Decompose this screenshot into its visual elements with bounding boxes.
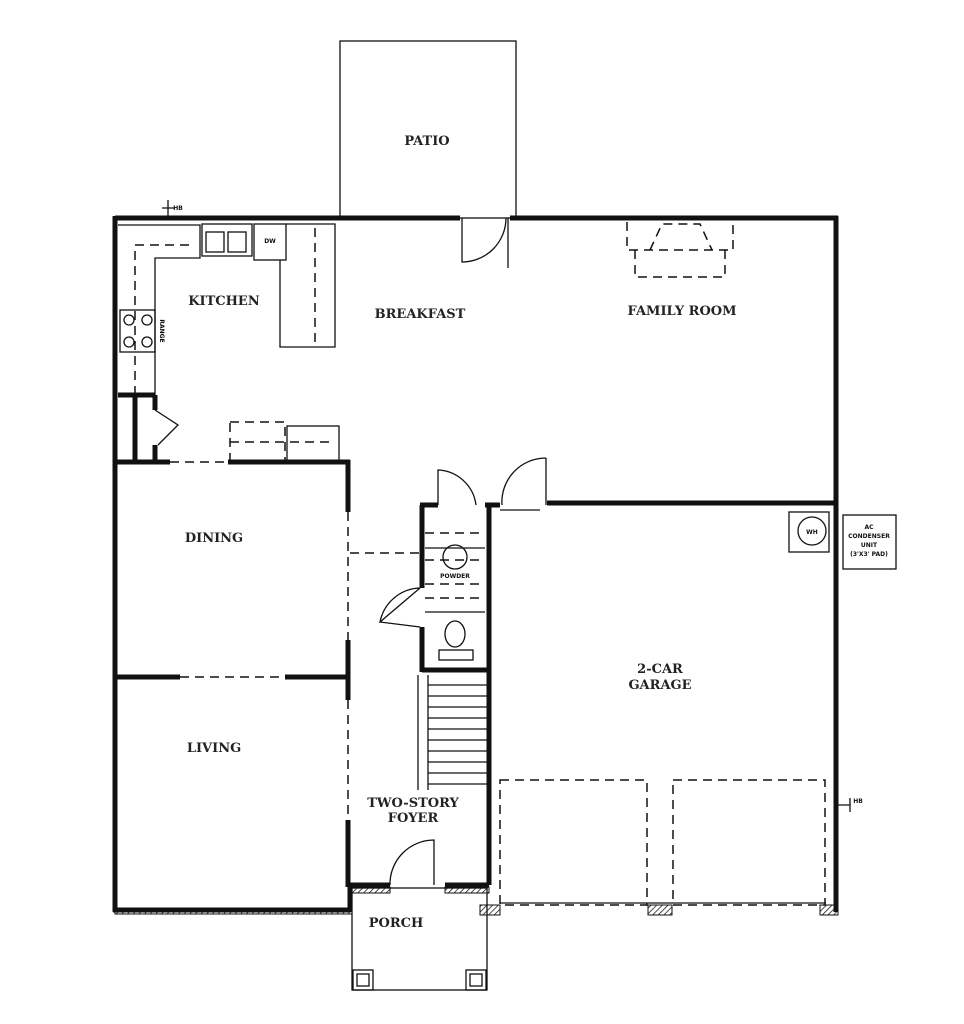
porch-post [465, 969, 487, 991]
breakfast-label: BREAKFAST [375, 307, 466, 322]
ac-label-3: UNIT [861, 542, 878, 549]
lavatory [442, 544, 468, 570]
fireplace [626, 222, 734, 278]
garage-label-1: 2-CAR [637, 662, 683, 677]
living-label: LIVING [187, 741, 241, 756]
stairs [417, 532, 489, 790]
dishwasher-label: DW [264, 238, 276, 245]
kitchen-label: KITCHEN [188, 294, 260, 309]
hose-bib-label: HB [173, 205, 183, 212]
exterior-walls [112, 215, 839, 916]
dishwasher [253, 223, 287, 261]
garage-door-left [499, 779, 648, 906]
water-heater-closet [788, 511, 830, 553]
water-heater-label: WH [806, 529, 818, 536]
sink [201, 223, 253, 257]
foyer-label-2: FOYER [388, 811, 439, 826]
range [119, 309, 156, 353]
patio [339, 40, 517, 219]
kitchen-counters [118, 223, 340, 463]
doors [154, 217, 547, 886]
garage-label-2: GARAGE [628, 678, 691, 693]
porch-label: PORCH [369, 916, 424, 931]
range-label: RANGE [158, 319, 165, 342]
dining-label: DINING [185, 531, 243, 546]
garage-door-right [672, 779, 826, 906]
hose-bib-icon [162, 200, 174, 218]
powder-label: POWDER [440, 573, 470, 580]
family-room-label: FAMILY ROOM [628, 304, 737, 319]
hose-bib-icon [838, 798, 851, 812]
hose-bib-label: HB [853, 798, 863, 805]
ac-label-4: (3'X3' PAD) [850, 551, 888, 558]
patio-label: PATIO [404, 134, 449, 149]
toilet [444, 620, 466, 648]
ac-condenser-pad [842, 514, 897, 570]
interior-walls [115, 392, 836, 887]
ac-label-2: CONDENSER [848, 533, 890, 540]
ac-label-1: AC [864, 524, 874, 531]
water-heater [797, 516, 827, 546]
porch-post [352, 969, 374, 991]
porch [351, 887, 488, 991]
foyer-label-1: TWO-STORY [367, 796, 459, 811]
